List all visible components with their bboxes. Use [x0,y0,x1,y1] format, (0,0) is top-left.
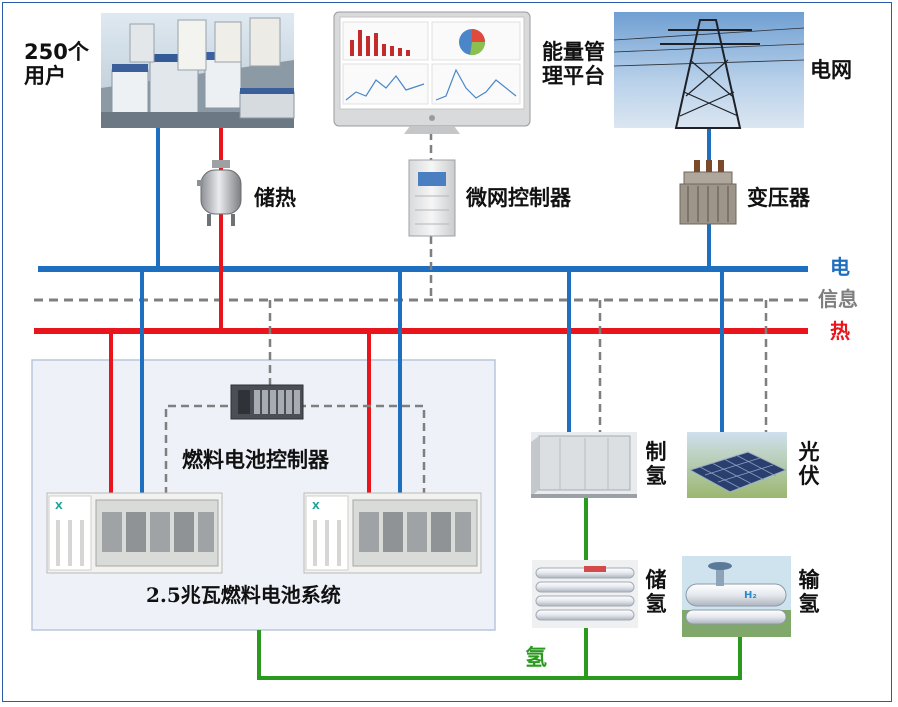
users-buildings-image [101,13,295,128]
hydrogen-line-label: 氢 [525,646,548,671]
h2-production-label: 制氢 [645,440,667,489]
electricity-bus-label: 电 [830,255,850,279]
information-bus-label: 信息 [818,287,858,311]
hydrogen-transport-image: H₂ [682,556,791,637]
fuel-cell-unit-1: X [46,492,223,574]
grid-label: 电网 [810,58,852,82]
fuel-cell-unit-2: X [303,492,482,574]
fc-controller-branch [164,404,426,495]
hydrogen-storage-image [532,560,638,628]
transformer-unit [679,160,737,225]
transformer-label: 变压器 [747,186,810,210]
hydrogen-line [257,630,742,680]
microgrid-controller-cabinet [408,159,456,237]
power-grid-image [613,12,805,129]
photovoltaic-label: 光伏 [798,440,820,489]
fc-system-label: 2.5兆瓦燃料电池系统 [146,583,341,607]
svg-text:X: X [55,501,63,512]
fuel-cell-controller-device [230,384,304,420]
energy-platform-monitor [333,11,531,134]
photovoltaic-image [687,432,788,498]
users-label: 250个用户 [24,40,89,89]
svg-text:H₂: H₂ [744,590,757,601]
h2-storage-label: 储氢 [645,568,667,617]
microgrid-controller-label: 微网控制器 [466,186,571,210]
heat-bus-label: 热 [830,319,850,343]
heat-storage-tank [197,160,242,226]
fc-controller-label: 燃料电池控制器 [182,448,329,472]
hydrogen-production-image [531,432,637,498]
svg-text:X: X [312,501,320,512]
h2-transport-label: 输氢 [798,568,820,617]
energy-platform-label: 能量管理平台 [542,40,605,89]
heat-storage-label: 储热 [254,186,296,210]
